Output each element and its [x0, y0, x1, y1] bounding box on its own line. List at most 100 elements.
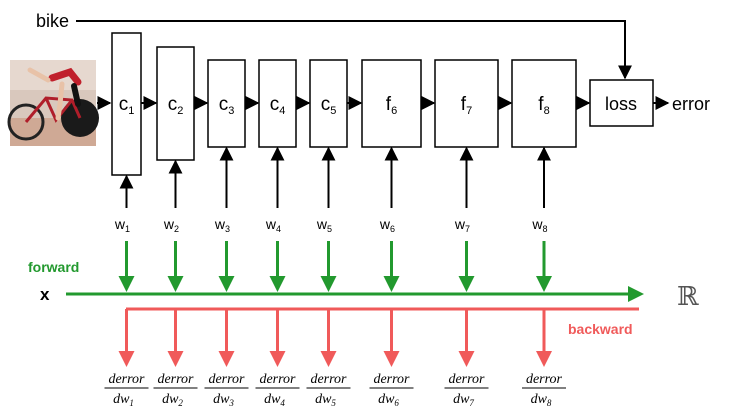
- weight-name-4: w: [265, 216, 277, 232]
- weight-label-6: w6: [379, 216, 395, 234]
- forward-arrow-head-4: [269, 276, 286, 292]
- gradient-den-name-8: dw: [531, 392, 548, 407]
- layer-label-4: c4: [270, 94, 286, 117]
- forward-arrow-head-1: [118, 276, 135, 292]
- gradient-numerator-4: derror: [259, 372, 296, 387]
- weight-name-1: w: [114, 216, 126, 232]
- backward-arrow-head-7: [458, 351, 475, 367]
- layer-name-6: f: [386, 94, 392, 115]
- forward-arrow-head-5: [320, 276, 337, 292]
- gradient-den-subscript-5: 5: [331, 398, 336, 408]
- backward-arrow-head-1: [118, 351, 135, 367]
- layer-subscript-7: 7: [466, 105, 472, 117]
- gradient-den-name-2: dw: [162, 392, 179, 407]
- layer-subscript-6: 6: [391, 105, 397, 117]
- weight-name-3: w: [214, 216, 226, 232]
- weight-subscript-5: 5: [327, 224, 332, 234]
- gradient-numerator-8: derror: [526, 372, 563, 387]
- weight-label-4: w4: [265, 216, 281, 234]
- weight-name-5: w: [316, 216, 328, 232]
- layer-name-8: f: [538, 94, 544, 115]
- layer-label-3: c3: [219, 94, 235, 117]
- output-label: error: [672, 94, 710, 114]
- gradient-den-name-3: dw: [213, 392, 230, 407]
- weight-label-1: w1: [114, 216, 130, 234]
- real-number-symbol: ℝ: [677, 282, 699, 312]
- forward-label: forward: [28, 259, 79, 275]
- loss-box: [589, 79, 654, 127]
- layer-subscript-4: 4: [279, 105, 285, 117]
- weight-subscript-2: 2: [174, 224, 179, 234]
- weight-subscript-8: 8: [543, 224, 548, 234]
- backward-arrow-head-5: [320, 351, 337, 367]
- gradient-den-name-6: dw: [378, 392, 395, 407]
- backward-label: backward: [568, 321, 633, 337]
- layer-name-7: f: [461, 94, 467, 115]
- gradient-denominator-1: dw1: [113, 392, 134, 408]
- weight-label-7: w7: [454, 216, 470, 234]
- forward-arrow-head-8: [536, 276, 552, 292]
- input-label: bike: [36, 11, 69, 31]
- label-to-loss-arrow: [76, 20, 632, 80]
- gradient-numerator-2: derror: [157, 372, 194, 387]
- weight-subscript-4: 4: [276, 224, 281, 234]
- layer-label-2: c2: [168, 94, 184, 117]
- layer-name-3: c: [219, 94, 229, 115]
- weight-subscript-3: 3: [225, 224, 230, 234]
- backward-arrow-head-4: [269, 351, 286, 367]
- weight-label-5: w5: [316, 216, 332, 234]
- gradient-den-name-1: dw: [113, 392, 130, 407]
- gradient-denominator-3: dw3: [213, 392, 234, 408]
- layer-box-7: [434, 59, 499, 148]
- layer-box-4: [258, 59, 297, 148]
- gradient-den-subscript-6: 6: [394, 398, 399, 408]
- x-label: x: [40, 285, 50, 304]
- forward-arrow-head-7: [458, 276, 475, 292]
- layer-subscript-1: 1: [128, 105, 134, 117]
- forward-arrow-head-2: [167, 276, 184, 292]
- weight-name-6: w: [379, 216, 391, 232]
- weight-name-8: w: [531, 216, 543, 232]
- weight-label-2: w2: [163, 216, 179, 234]
- gradient-denominator-7: dw7: [453, 392, 474, 408]
- layer-subscript-8: 8: [544, 105, 550, 117]
- layer-label-8: f8: [538, 94, 549, 117]
- layer-label-5: c5: [321, 94, 337, 117]
- gradient-den-subscript-3: 3: [228, 398, 234, 408]
- gradient-numerator-3: derror: [208, 372, 245, 387]
- gradient-numerator-1: derror: [108, 372, 145, 387]
- gradient-den-subscript-2: 2: [178, 398, 183, 408]
- gradient-numerator-6: derror: [373, 372, 410, 387]
- backward-arrow-head-3: [218, 351, 235, 367]
- layer-label-7: f7: [461, 94, 472, 117]
- layer-name-5: c: [321, 94, 331, 115]
- gradient-numerator-5: derror: [310, 372, 347, 387]
- gradient-denominator-6: dw6: [378, 392, 399, 408]
- layer-name-2: c: [168, 94, 178, 115]
- forward-arrow-head-6: [383, 276, 400, 292]
- layer-label-1: c1: [119, 94, 135, 117]
- layer-subscript-3: 3: [228, 105, 234, 117]
- layer-box-2: [156, 46, 195, 161]
- gradient-numerator-7: derror: [448, 372, 485, 387]
- gradient-den-subscript-7: 7: [469, 398, 474, 408]
- gradient-den-name-4: dw: [264, 392, 281, 407]
- gradient-denominator-8: dw8: [531, 392, 552, 408]
- gradient-den-name-5: dw: [315, 392, 332, 407]
- weight-label-3: w3: [214, 216, 230, 234]
- layer-box-8: [511, 59, 577, 148]
- gradient-denominator-5: dw5: [315, 392, 336, 408]
- weight-subscript-7: 7: [465, 224, 470, 234]
- layer-label-6: f6: [386, 94, 397, 117]
- layer-name-4: c: [270, 94, 280, 115]
- gradient-den-subscript-8: 8: [547, 398, 552, 408]
- backward-arrow-head-2: [167, 351, 184, 367]
- weight-label-8: w8: [531, 216, 547, 234]
- weight-subscript-1: 1: [125, 224, 130, 234]
- weight-subscript-6: 6: [390, 224, 395, 234]
- gradient-den-name-7: dw: [453, 392, 470, 407]
- cyclist-photo: [7, 60, 99, 146]
- weight-name-7: w: [454, 216, 466, 232]
- forward-arrow-head-3: [218, 276, 235, 292]
